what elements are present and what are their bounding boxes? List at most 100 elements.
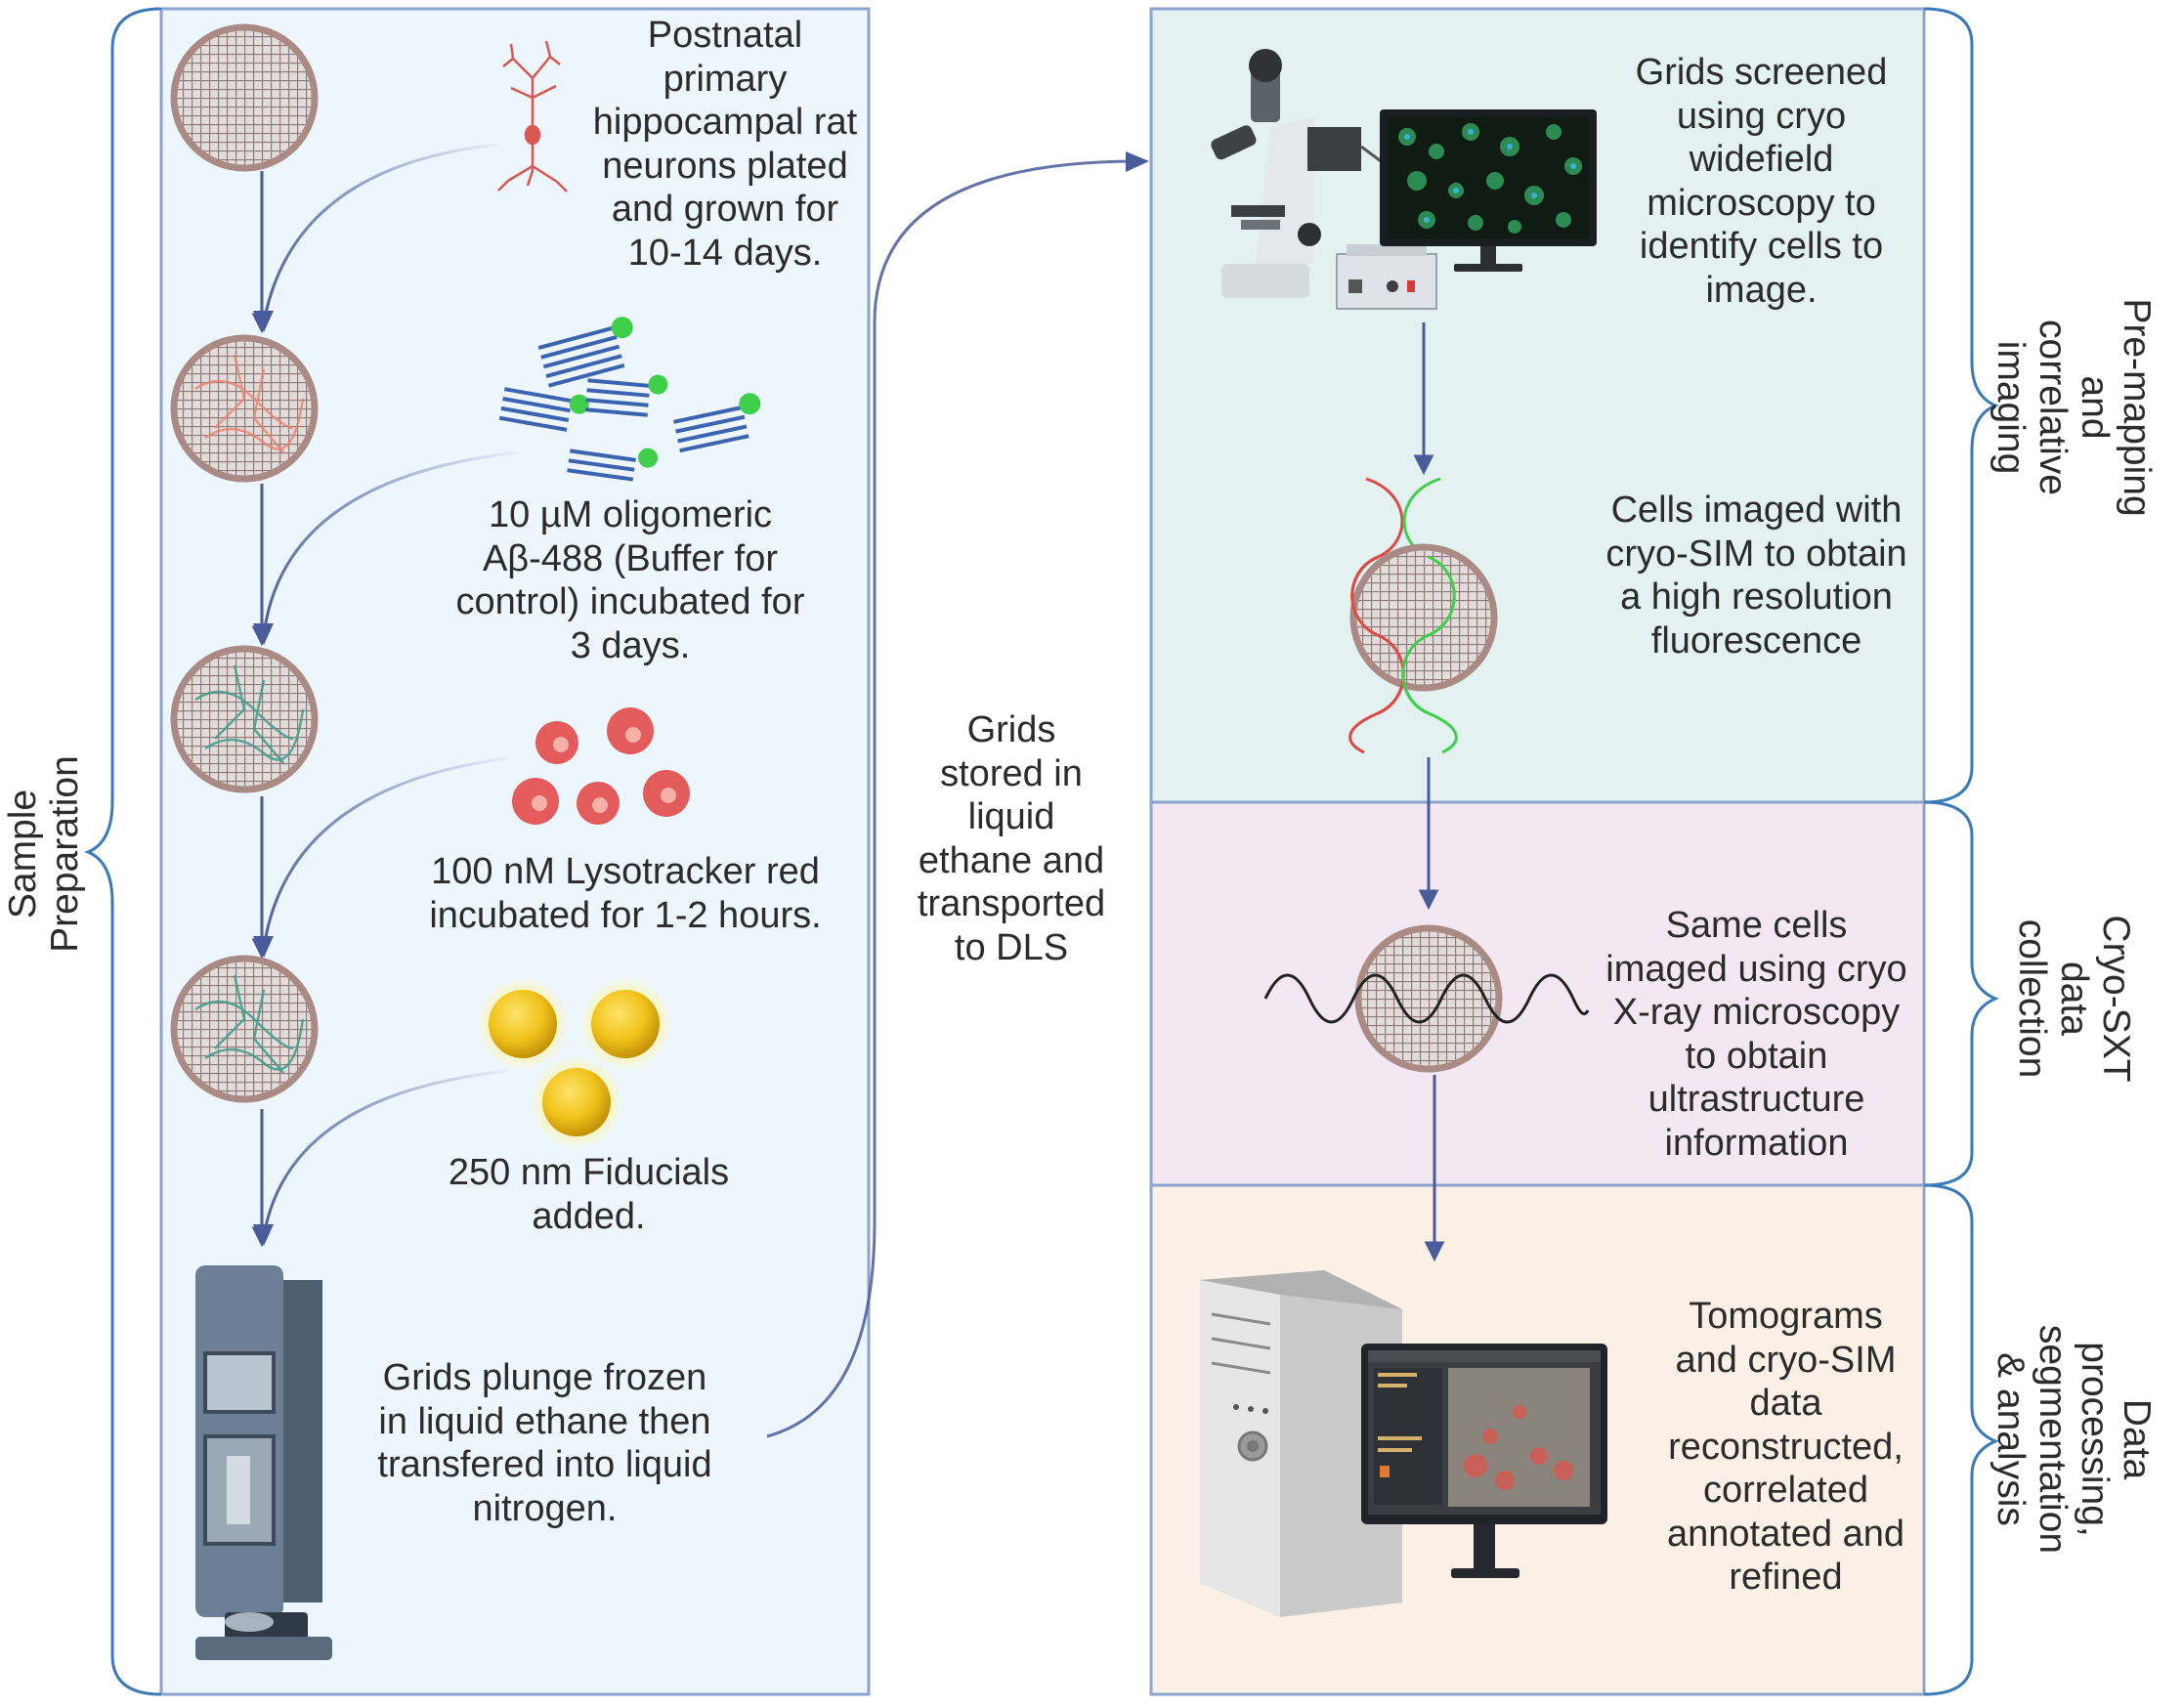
text-line: correlative (2032, 320, 2074, 495)
section-label-data-processing: Data processing, segmentation & analysis (1989, 1322, 2158, 1557)
curved-arrow-heads (253, 311, 274, 1246)
text-line: information (1664, 1122, 1849, 1164)
data-processing-brace (1923, 1183, 1999, 1696)
grid-icon (1354, 924, 1503, 1073)
text-line: liquid (967, 796, 1055, 837)
lysosome-icon (512, 707, 690, 825)
sine-wave-icon (1263, 973, 1590, 1024)
step-abeta-text: 10 µM oligomeric Aβ-488 (Buffer for cont… (425, 493, 835, 667)
text-line: to DLS (954, 926, 1069, 968)
text-line: Grids (966, 709, 1056, 750)
grid-icon (170, 955, 319, 1103)
text-line: imaging (1989, 340, 2032, 475)
transport-arrow (766, 159, 1139, 1438)
text-line: and cryo-SIM (1675, 1339, 1897, 1381)
text-line: widefield (1689, 139, 1834, 180)
text-line: image. (1705, 269, 1818, 311)
cryo-sxt-brace (1923, 800, 1999, 1187)
text-line: Sample (2, 789, 44, 919)
text-line: 3 days. (570, 624, 691, 666)
text-line: and (2074, 375, 2116, 440)
text-line: processing, (2074, 1342, 2116, 1537)
text-line: 100 nM Lysotracker red (431, 851, 820, 892)
text-line: primary (663, 58, 788, 100)
neuron-icon (497, 40, 568, 192)
text-line: Tomograms (1689, 1296, 1883, 1337)
sample-preparation-brace (83, 7, 162, 1696)
text-line: Preparation (44, 755, 86, 953)
text-line: ultrastructure (1647, 1079, 1865, 1120)
microscope-icon (1211, 49, 1389, 298)
text-line: annotated and (1666, 1513, 1904, 1555)
text-line: 10-14 days. (627, 232, 823, 274)
text-line: refined (1729, 1557, 1843, 1598)
text-line: Same cells (1665, 905, 1848, 946)
step-tomograms-text: Tomograms and cryo-SIM data reconstructe… (1642, 1295, 1930, 1600)
text-line: fluorescence (1650, 619, 1862, 662)
step-lysotracker-text: 100 nM Lysotracker red incubated for 1-2… (401, 850, 850, 937)
monitor-icon (1361, 1344, 1607, 1578)
text-line: added. (532, 1195, 646, 1237)
text-line: in liquid ethane then (378, 1400, 711, 1442)
grid-icon (170, 23, 319, 172)
text-line: Grids plunge frozen (382, 1357, 707, 1398)
text-line: 250 nm Fiducials (448, 1152, 730, 1193)
text-line: transfered into liquid (377, 1444, 712, 1485)
section-label-sample-preparation: Sample Preparation (2, 747, 90, 961)
text-line: neurons plated (602, 145, 848, 187)
text-line: to obtain (1685, 1035, 1828, 1077)
curved-feed-arrows (262, 143, 519, 1237)
step-xray-text: Same cells imaged using cryo X-ray micro… (1593, 904, 1920, 1165)
sine-wave-icon (1350, 555, 1456, 715)
text-line: segmentation (2032, 1324, 2074, 1555)
gold-fiducial-icon (476, 977, 672, 1149)
step-fiducials-text: 250 nm Fiducials added. (420, 1151, 757, 1238)
text-line: cryo-SIM to obtain (1605, 533, 1907, 575)
text-line: Postnatal (647, 15, 803, 56)
text-line: transported (917, 883, 1106, 924)
text-line: imaged using cryo (1605, 948, 1907, 990)
text-line: Pre-mapping (2116, 298, 2158, 517)
controller-box-icon (1336, 244, 1437, 310)
text-line: using cryo (1676, 95, 1847, 137)
pre-mapping-brace (1923, 7, 1999, 804)
text-line: Grids screened (1635, 52, 1888, 93)
text-line: control) incubated for (455, 581, 805, 622)
computer-tower-icon (1200, 1270, 1402, 1617)
step-widefield-text: Grids screened using cryo widefield micr… (1607, 51, 1915, 312)
text-line: X-ray microscopy (1612, 992, 1901, 1033)
grid-icon (170, 645, 319, 793)
section-label-cryo-sxt: Cryo-SXT data collection (2010, 906, 2137, 1091)
step-neurons-text: Postnatal primary hippocampal rat neuron… (578, 14, 872, 275)
text-line: correlated (1703, 1470, 1868, 1511)
text-line: Data (2116, 1398, 2158, 1480)
grid-icon (170, 334, 319, 483)
text-line: 10 µM oligomeric (488, 494, 773, 535)
text-line: a high resolution (1620, 576, 1893, 618)
text-line: identify cells to (1639, 226, 1884, 267)
amyloid-oligomer-icon (498, 317, 761, 482)
text-line: Cells imaged with (1610, 490, 1903, 531)
text-line: reconstructed, (1668, 1426, 1904, 1468)
text-line: microscopy to (1647, 182, 1876, 224)
text-line: and grown for (611, 189, 839, 230)
text-line: hippocampal rat (592, 102, 858, 143)
text-line: incubated for 1-2 hours. (429, 894, 822, 936)
section-label-pre-mapping: Pre-mapping and correlative imaging (1989, 290, 2158, 525)
text-line: collection (2011, 918, 2053, 1079)
step-plunge-text: Grids plunge frozen in liquid ethane the… (347, 1356, 743, 1530)
text-line: data (1749, 1383, 1822, 1424)
step-transport-text: Grids stored in liquid ethane and transp… (894, 708, 1129, 969)
text-line: ethane and (918, 839, 1105, 881)
monitor-icon (1380, 109, 1597, 272)
step-cryosim-text: Cells imaged with cryo-SIM to obtain a h… (1588, 489, 1925, 662)
text-line: data (2053, 961, 2095, 1036)
text-line: Cryo-SXT (2095, 915, 2137, 1083)
text-line: Aβ-488 (Buffer for (482, 537, 779, 579)
grid-icon (1349, 543, 1498, 692)
cryo-sxt-panel (1149, 800, 1926, 1187)
text-line: & analysis (1989, 1352, 2032, 1526)
text-line: nitrogen. (472, 1487, 618, 1529)
